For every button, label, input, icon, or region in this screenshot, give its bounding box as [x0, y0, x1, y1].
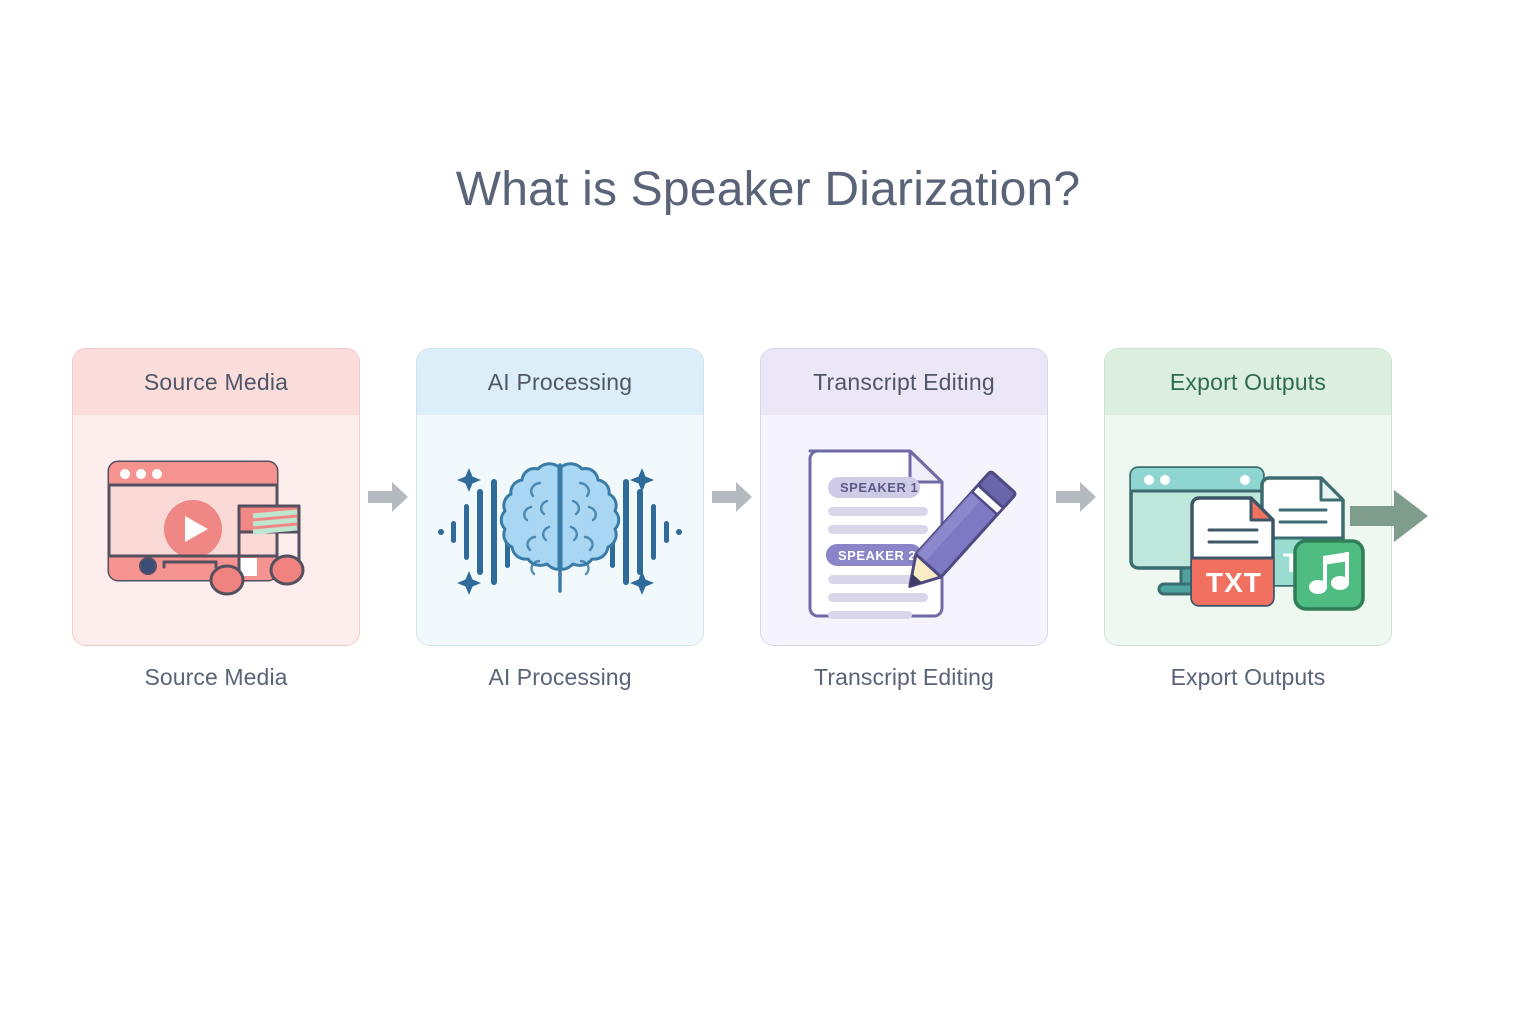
- connector-3: [1048, 348, 1104, 646]
- export-files-icon: T TXT: [1123, 446, 1373, 616]
- step-card-export-outputs[interactable]: Export Outputs: [1104, 348, 1392, 646]
- diagram-flow-row: Source Media: [72, 348, 1464, 648]
- step-body-source-media: [73, 415, 359, 645]
- arrow-right-final-icon: [1350, 490, 1428, 542]
- step-header-export-outputs: Export Outputs: [1105, 349, 1391, 415]
- video-player-music-icon: [101, 444, 331, 619]
- diagram-caption-row: Source Media AI Processing Transcript Ed…: [72, 664, 1464, 691]
- step-caption-transcript-editing: Transcript Editing: [814, 664, 994, 690]
- step-caption-export-outputs: Export Outputs: [1170, 664, 1326, 690]
- step-card-source-media[interactable]: Source Media: [72, 348, 360, 646]
- arrow-right-icon: [1056, 482, 1096, 512]
- step-body-export-outputs: T TXT: [1105, 415, 1391, 645]
- page-title: What is Speaker Diarization?: [455, 163, 1081, 216]
- step-body-transcript-editing: SPEAKER 1 SPEAKER 2: [761, 415, 1047, 645]
- arrow-right-icon: [712, 482, 752, 512]
- step-card-ai-processing[interactable]: AI Processing: [416, 348, 704, 646]
- step-header-ai-processing: AI Processing: [417, 349, 703, 415]
- connector-2: [704, 348, 760, 646]
- step-caption-source-media: Source Media: [144, 664, 288, 690]
- document-pencil-icon: SPEAKER 1 SPEAKER 2: [792, 441, 1017, 621]
- speaker-2-label: SPEAKER 2: [838, 548, 916, 563]
- step-header-transcript-editing: Transcript Editing: [761, 349, 1047, 415]
- speaker-1-label: SPEAKER 1: [840, 480, 918, 495]
- connector-1: [360, 348, 416, 646]
- arrow-right-icon: [368, 482, 408, 512]
- txt-file-badge: TXT: [1206, 567, 1262, 598]
- step-body-ai-processing: [417, 415, 703, 645]
- step-card-transcript-editing[interactable]: Transcript Editing SPEAKER 1 SPEAKER 2: [760, 348, 1048, 646]
- step-caption-ai-processing: AI Processing: [488, 664, 632, 690]
- step-header-source-media: Source Media: [73, 349, 359, 415]
- brain-waveform-icon: [435, 449, 685, 614]
